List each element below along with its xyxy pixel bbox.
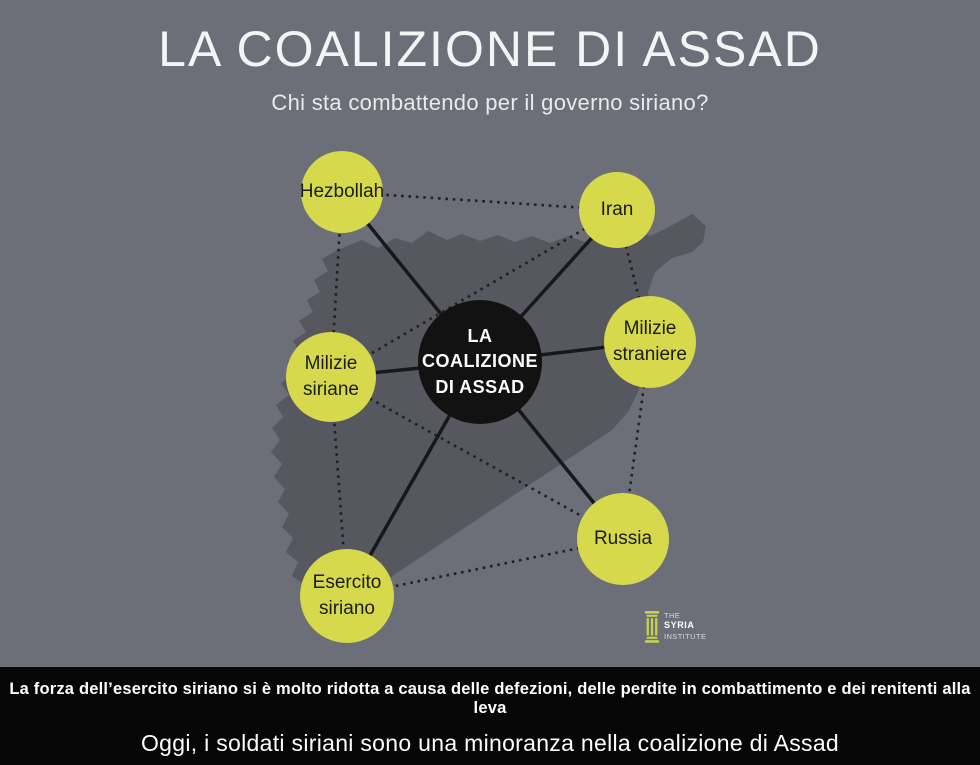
footer-headline: Oggi, i soldati siriani sono una minoran… [140,730,839,756]
logo-line-syria: SYRIA [664,620,695,631]
page-title: LA COALIZIONE DI ASSAD [158,21,822,77]
node-hezbollah: Hezbollah [300,151,384,233]
node-milizie-siriane: Milizie siriane [286,332,376,422]
footer-bar: La forza dell’esercito siriano si è molt… [0,667,980,765]
page-subtitle: Chi sta combattendo per il governo siria… [271,90,709,115]
logo-wordmark: THE SYRIA INSTITUTE [664,611,706,646]
syria-institute-logo: THE SYRIA INSTITUTE [645,611,706,646]
logo-line-institute: INSTITUTE [664,631,707,641]
node-esercito-siriano: Esercito siriano [300,549,394,643]
node-coalizione-center: LA COALIZIONE DI ASSAD [418,300,542,424]
footer-note: La forza dell’esercito siriano si è molt… [9,680,971,717]
pillar-icon [645,611,659,643]
logo-line-the: THE [664,611,681,620]
header: LA COALIZIONE DI ASSAD Chi sta combatten… [0,0,980,116]
node-russia: Russia [577,493,669,585]
dotted-link-hezbollah-iran [341,190,618,212]
node-iran: Iran [579,172,655,248]
dotted-link-iran-milizie-siriane [330,208,618,379]
node-milizie-straniere: Milizie straniere [604,296,696,388]
